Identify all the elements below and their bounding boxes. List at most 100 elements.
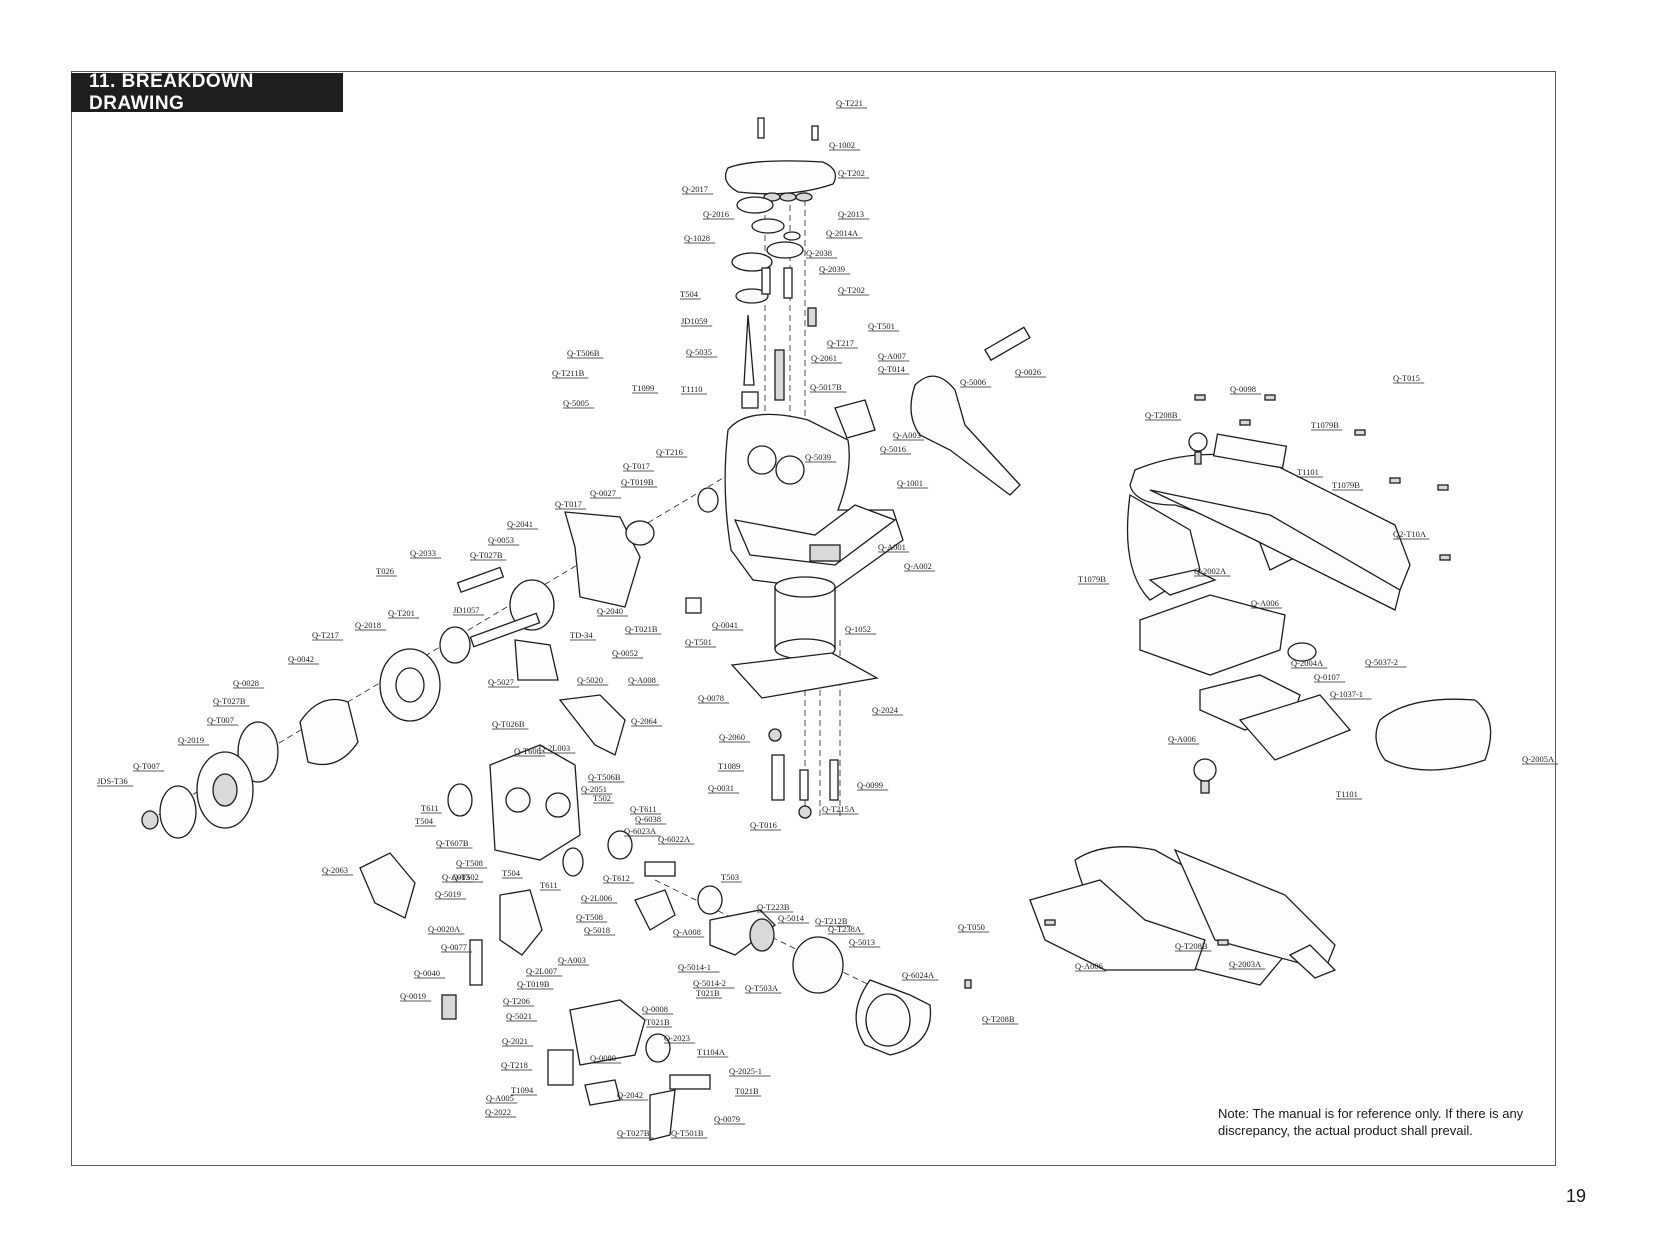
- part-label: Q-2022: [485, 1107, 511, 1117]
- main-housing: [724, 413, 904, 591]
- handle-lever: [834, 326, 1031, 496]
- part-label: T1104A: [697, 1047, 726, 1057]
- lower-springs: [768, 728, 839, 819]
- part-label: Q-2003A: [1229, 959, 1262, 969]
- part-label: Q-A002: [904, 561, 932, 571]
- part-label: Q-1052: [845, 624, 871, 634]
- part-label: Q-T238A: [828, 924, 862, 934]
- part-label: TD-34: [570, 630, 593, 640]
- part-label: T1094: [511, 1085, 534, 1095]
- part-label: Q-T027B: [470, 550, 503, 560]
- part-label: Q-2040: [597, 606, 623, 616]
- part-label: Q-T502: [452, 872, 479, 882]
- part-label: Q-2013: [838, 209, 864, 219]
- part-label: Q-0028: [233, 678, 259, 688]
- part-label: Q-2063: [322, 865, 348, 875]
- part-label: T1110: [681, 384, 703, 394]
- part-label: Q-2005A: [1522, 754, 1555, 764]
- lower-left-assembly: [359, 744, 723, 1141]
- part-label: Q-2061: [811, 353, 837, 363]
- part-label: Q-T021B: [625, 624, 658, 634]
- part-label: Q-A006: [1168, 734, 1196, 744]
- part-label: Q-T208B: [1145, 410, 1178, 420]
- part-label: Q-5016: [880, 444, 906, 454]
- page-number: 19: [1565, 1186, 1586, 1206]
- part-label: Q-2021: [502, 1036, 528, 1046]
- part-label: Q-5027: [488, 677, 514, 687]
- part-label: Q-T612: [603, 873, 630, 883]
- part-label: Q-0019: [400, 991, 426, 1001]
- part-label: Q-2041: [507, 519, 533, 529]
- part-label: Q-T014: [878, 364, 906, 374]
- part-label: Q-A003: [442, 872, 470, 882]
- part-label: Q-0078: [698, 693, 724, 703]
- part-label: Q-A006: [1251, 598, 1279, 608]
- part-label: T1079B: [1311, 420, 1339, 430]
- part-label: Q-T201: [388, 608, 415, 618]
- part-label: T021B: [735, 1086, 759, 1096]
- part-label: Q-0026: [1015, 367, 1041, 377]
- part-label: Q-5020: [577, 675, 603, 685]
- part-label: Q-A008: [628, 675, 656, 685]
- part-label: Q-0042: [288, 654, 314, 664]
- part-label: Q-T027B: [213, 696, 246, 706]
- part-label: Q-2019: [178, 735, 204, 745]
- part-label: Q-2017: [682, 184, 708, 194]
- part-label: Q-T506B: [567, 348, 600, 358]
- part-label: Q-A003: [558, 955, 586, 965]
- part-label: Q-T217: [312, 630, 339, 640]
- part-label: Q-5037-2: [1365, 657, 1398, 667]
- part-label: T1101: [1336, 789, 1358, 799]
- part-label: Q-T206: [503, 996, 530, 1006]
- left-gear-train: [141, 487, 719, 839]
- part-label: Q-0008: [642, 1004, 668, 1014]
- part-label: Q-5039: [805, 452, 831, 462]
- part-label: Q-5014: [778, 913, 805, 923]
- part-label: Q-T017: [555, 499, 582, 509]
- part-label: Q-5014-2: [693, 978, 726, 988]
- part-label: Q-T503A: [745, 983, 779, 993]
- part-label: Q-0053: [488, 535, 514, 545]
- part-label: Q-0107: [1314, 672, 1340, 682]
- part-label: Q-0041: [712, 620, 738, 630]
- part-label: Q-0077: [441, 942, 467, 952]
- part-label: Q-2004A: [1291, 658, 1324, 668]
- part-label: Q-T015: [1393, 373, 1420, 383]
- part-label: Q-2016: [703, 209, 729, 219]
- part-label: Q-T050: [958, 922, 985, 932]
- part-label: Q-T501: [685, 637, 712, 647]
- reference-note: Note: The manual is for reference only. …: [1218, 1106, 1524, 1138]
- part-label: Q-0040: [414, 968, 440, 978]
- part-label: Q-0099: [857, 780, 883, 790]
- part-label: T503: [721, 872, 739, 882]
- part-label: Q-A005: [486, 1093, 514, 1103]
- part-label: JD1057: [453, 605, 479, 615]
- part-label: T1089: [718, 761, 740, 771]
- part-label: T1101: [1297, 467, 1319, 477]
- part-label: T1079B: [1078, 574, 1106, 584]
- motor: [685, 544, 879, 699]
- part-label: Q-6024A: [902, 970, 935, 980]
- drawing-frame: [71, 71, 1556, 1166]
- part-label: Q-2042: [617, 1090, 643, 1100]
- part-label: Q-0098: [1230, 384, 1256, 394]
- part-label: Q-A006: [1075, 961, 1103, 971]
- part-label: Q-A003: [893, 430, 921, 440]
- part-label: Q-T202: [838, 168, 865, 178]
- part-label: Q-2002A: [1194, 566, 1227, 576]
- gearbox-cover: [724, 117, 837, 409]
- part-label: Q-6038: [635, 814, 661, 824]
- part-label: Q-5014-1: [678, 962, 711, 972]
- part-label: JDS-T36: [97, 776, 128, 786]
- part-label: Q-2L007: [526, 966, 557, 976]
- part-label: Q-6022A: [658, 834, 691, 844]
- part-label: Q-T217: [827, 338, 854, 348]
- part-label: Q-0080: [590, 1053, 616, 1063]
- part-label: T504: [680, 289, 699, 299]
- part-label: Q-2051: [581, 784, 607, 794]
- part-label: Q-0079: [714, 1114, 740, 1124]
- part-label: Q-T501: [868, 321, 895, 331]
- part-label: Q-5035: [686, 347, 712, 357]
- screws: [964, 394, 1451, 989]
